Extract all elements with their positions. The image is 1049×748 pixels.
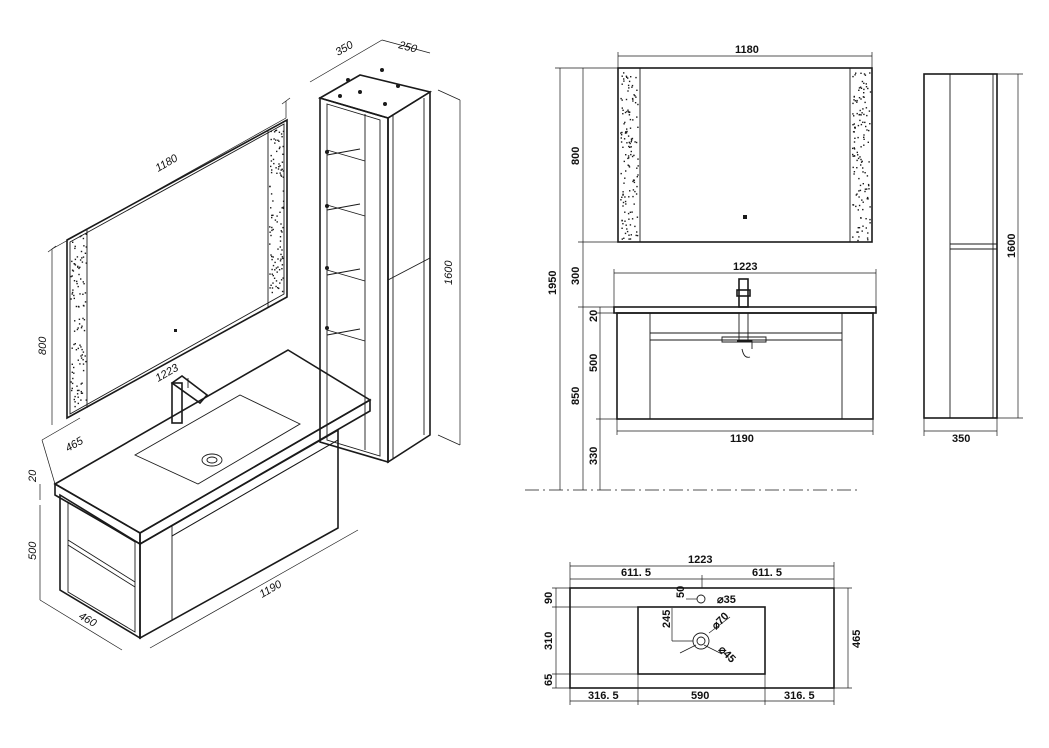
iso-column-depth-label: 350 — [334, 39, 357, 59]
plan-half-left-label: 611. 5 — [621, 567, 651, 579]
plan-hole35-label: ⌀35 — [717, 594, 736, 606]
plan-left-margin-label: 316. 5 — [588, 690, 619, 702]
plan-right-margin-label: 316. 5 — [784, 690, 815, 702]
plan-basin — [637, 606, 766, 675]
isometric-view: 1180 800 — [27, 39, 461, 651]
iso-tall-column: 350 250 1600 — [309, 39, 461, 464]
front-countertop — [613, 306, 877, 314]
plan-d245-label: 245 — [661, 610, 673, 628]
plan-hole45-label: ⌀45 — [716, 644, 738, 666]
plan-d465-label: 465 — [851, 630, 863, 648]
plan-d310-label: 310 — [543, 632, 555, 650]
front-led-sensor-icon — [743, 215, 747, 219]
plan-view: 1223 611. 5 611. 5 90 310 65 465 50 245 … — [543, 554, 863, 705]
iso-mirror-width-label: 1180 — [154, 152, 181, 175]
drain-inner — [696, 636, 706, 646]
frosted-strip — [269, 129, 285, 294]
front-top-width-label: 1223 — [733, 261, 757, 273]
led-sensor-icon — [174, 329, 177, 332]
frosted-strip — [852, 72, 872, 242]
front-mirror — [617, 67, 873, 243]
iso-cabinet-width-label: 1190 — [258, 578, 285, 601]
iso-column-height-label: 1600 — [443, 260, 455, 285]
side-view-column: 1600 350 — [923, 73, 1023, 445]
plan-hole70-label: ⌀70 — [710, 610, 732, 632]
side-column-height-label: 1600 — [1006, 234, 1018, 258]
frosted-strip — [70, 233, 88, 408]
iso-cabinet-depth-label: 460 — [77, 610, 100, 630]
plan-half-right-label: 611. 5 — [752, 567, 782, 579]
front-view: 1180 1223 1190 1950 800 300 850 — [525, 44, 877, 491]
front-cabinet — [616, 312, 874, 420]
front-top-thickness-label: 20 — [588, 310, 600, 322]
iso-top-depth-label: 465 — [64, 435, 87, 455]
plan-d90-label: 90 — [543, 592, 555, 604]
tap-hole — [696, 594, 706, 604]
front-mirror-width-label: 1180 — [735, 44, 759, 56]
plan-d50-label: 50 — [675, 586, 687, 598]
iso-top-thickness-label: 20 — [27, 469, 39, 483]
frosted-strip — [620, 72, 639, 240]
iso-vanity: 465 20 500 460 1190 1223 — [27, 349, 372, 651]
plan-basin-label: 590 — [691, 690, 709, 702]
front-install-height-label: 850 — [570, 387, 582, 405]
iso-mirror-height-label: 800 — [37, 336, 49, 355]
front-cabinet-height-label: 500 — [588, 354, 600, 372]
iso-column-width-label: 250 — [396, 39, 419, 56]
front-cabinet-width-label: 1190 — [730, 433, 754, 445]
plan-d65-label: 65 — [543, 674, 555, 686]
front-mirror-height-label: 800 — [570, 147, 582, 165]
front-overall-height-label: 1950 — [547, 271, 559, 295]
iso-cabinet-height-label: 500 — [27, 541, 39, 560]
front-floor-gap-label: 330 — [588, 447, 600, 465]
plan-overall-label: 1223 — [688, 554, 712, 566]
side-column-width-label: 350 — [952, 433, 970, 445]
front-gap-label: 300 — [570, 267, 582, 285]
